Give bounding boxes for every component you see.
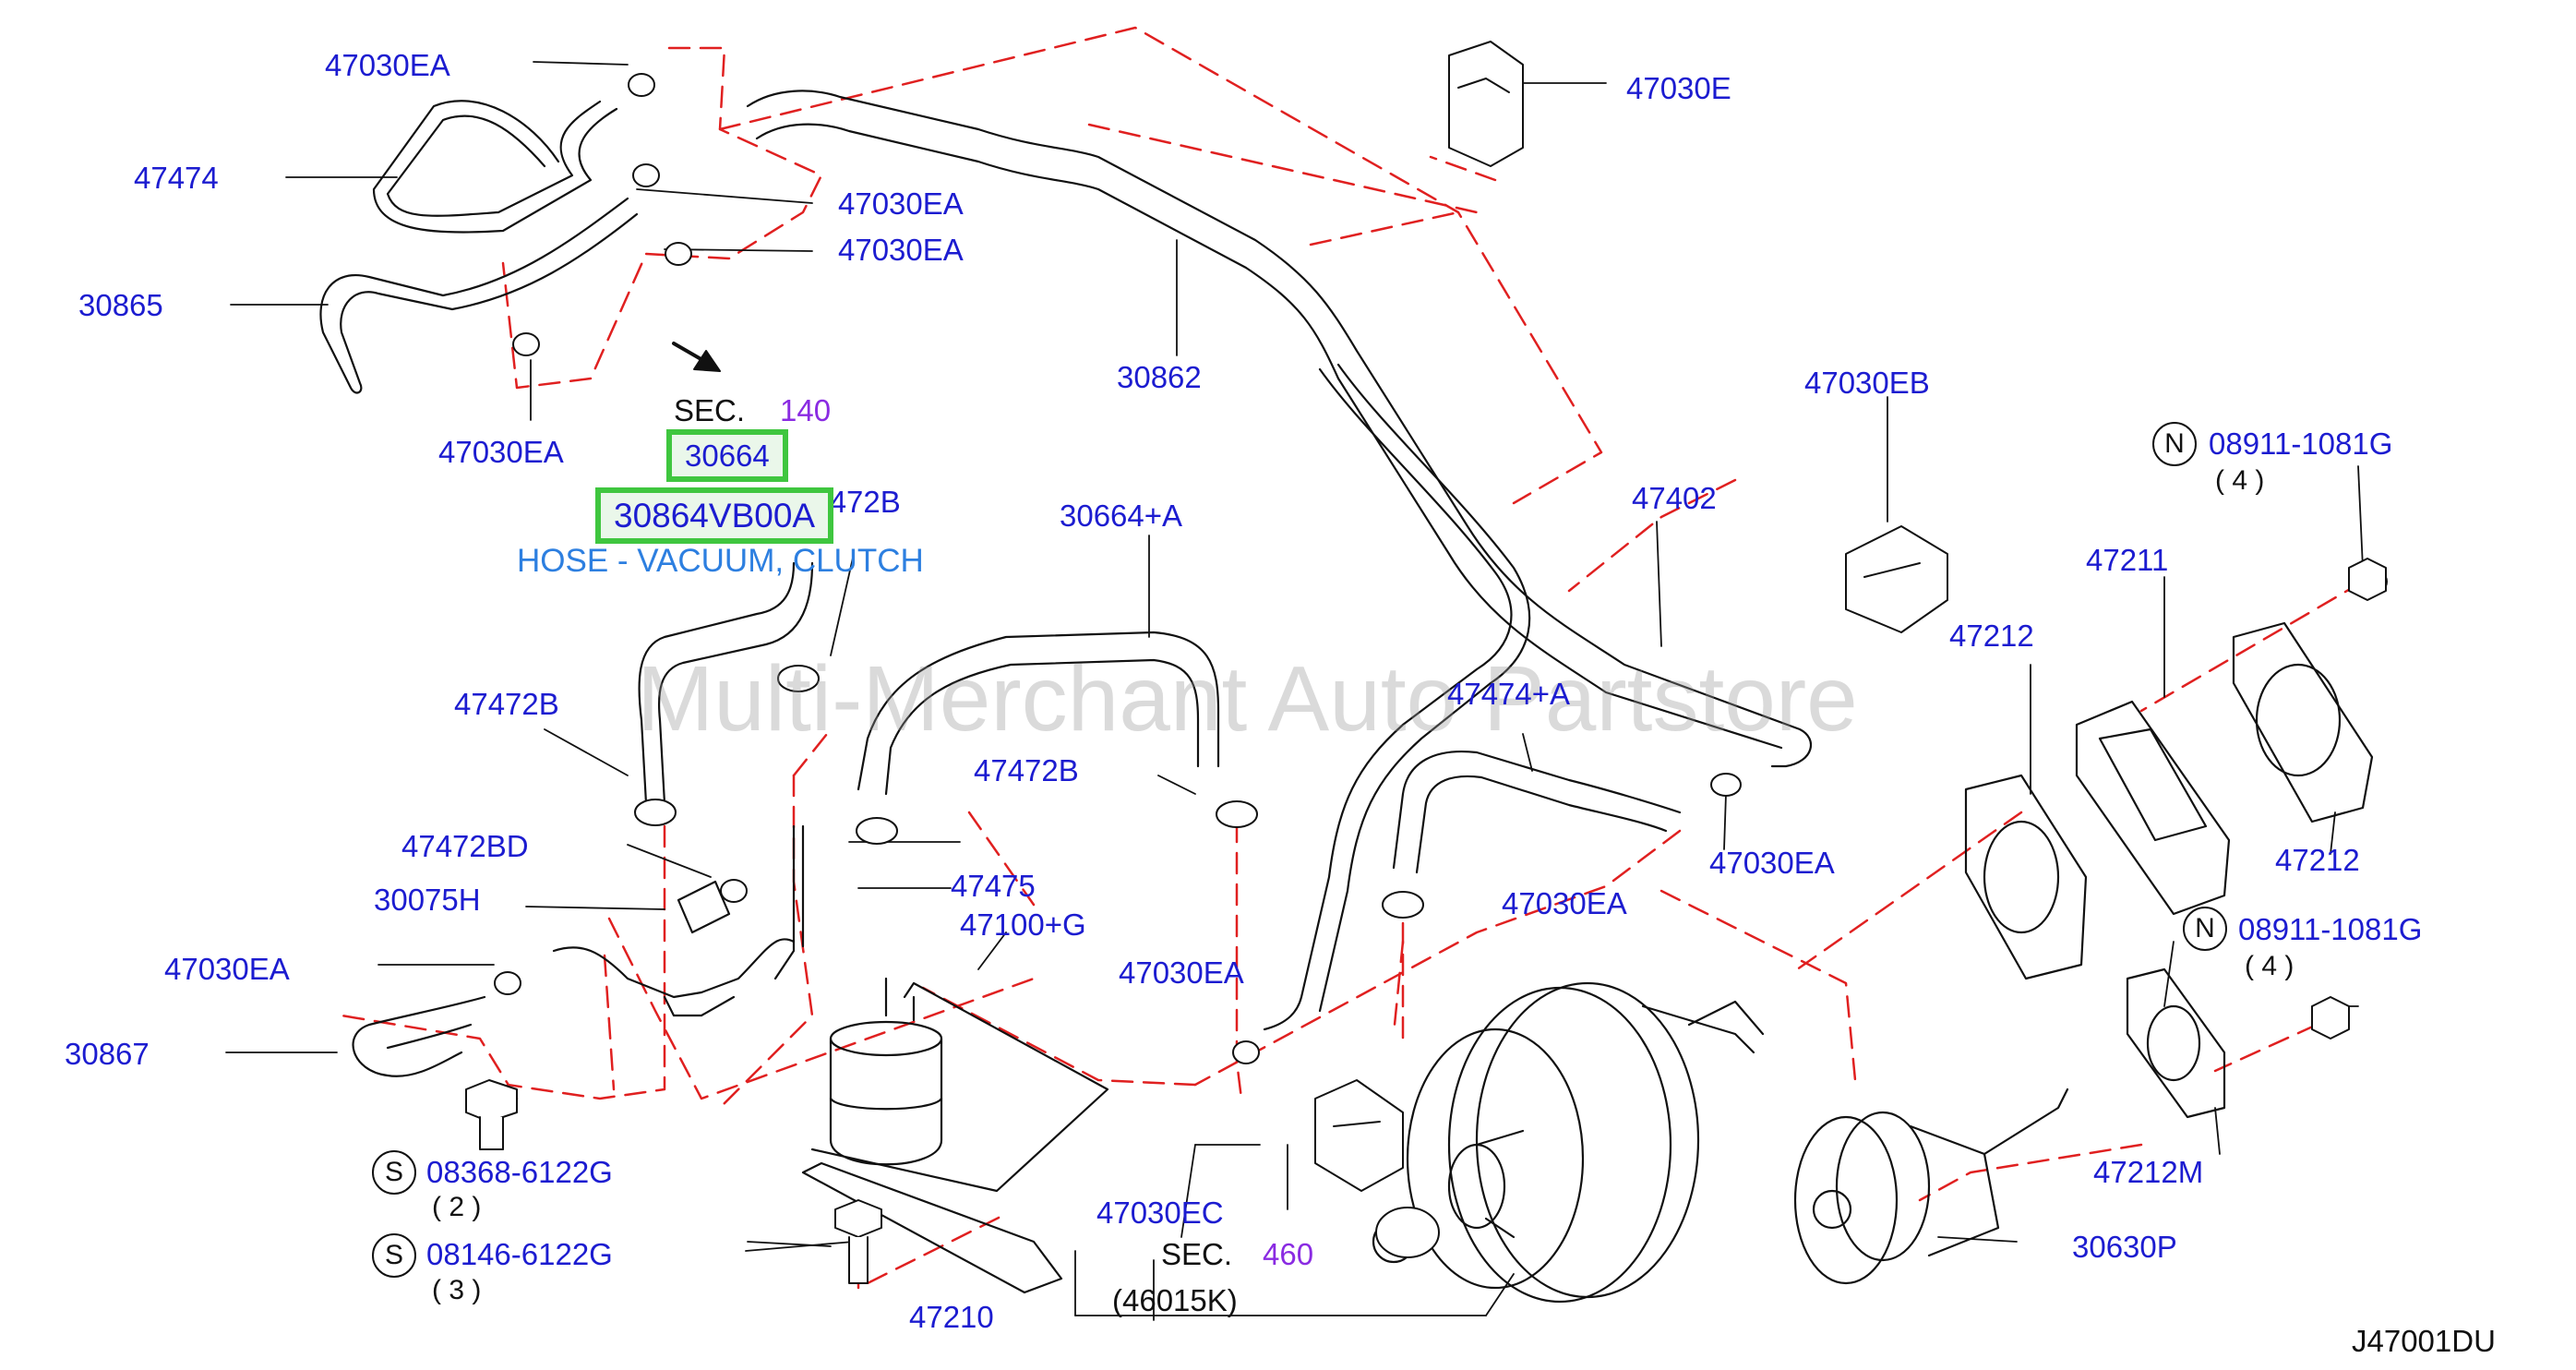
callout-47211[interactable]: 47211 [2086,543,2169,577]
clutch-master-unit [1793,1088,2069,1285]
callout-30630p[interactable]: 30630P [2072,1230,2177,1264]
callout-47030eb[interactable]: 47030EB [1804,366,1930,400]
highlight-part-number[interactable]: 30864VB00A [595,487,834,544]
highlight-part-30664[interactable]: 30664 [666,429,788,482]
section-460-number[interactable]: 460 [1263,1237,1314,1271]
callout-47030ea-7[interactable]: 47030EA [1502,886,1627,920]
callout-47472b-2[interactable]: 47472B [454,687,559,721]
fastener-08911-1081g-1[interactable]: 08911-1081G [2209,427,2393,461]
section-140-number[interactable]: 140 [780,393,832,427]
screw-symbol-s-1: S [372,1150,416,1195]
fastener-08146-6122g[interactable]: 08146-6122G [426,1237,613,1271]
screw-symbol-s-2: S [372,1233,416,1278]
callout-47212-1[interactable]: 47212 [1949,619,2034,653]
section-460-label: SEC. [1161,1237,1233,1271]
assembly-dashed-lines [340,26,2365,1290]
callout-47030ea-1[interactable]: 47030EA [325,48,450,82]
fastener-08911-1081g-2[interactable]: 08911-1081G [2238,912,2423,946]
fastener-qty-3: ( 2 ) [432,1192,482,1222]
gaskets [1964,621,2374,1119]
callout-47030ec[interactable]: 47030EC [1096,1196,1224,1230]
canister [801,977,1109,1294]
highlight-part-description: HOSE - VACUUM, CLUTCH [517,543,924,579]
callout-30862[interactable]: 30862 [1117,360,1202,394]
callout-47212-2[interactable]: 47212 [2275,843,2360,877]
callout-30865[interactable]: 30865 [78,288,163,322]
callout-47210[interactable]: 47210 [909,1300,994,1334]
callout-47472bd[interactable]: 47472BD [401,829,529,863]
callout-47030ea-6[interactable]: 47030EA [1119,955,1244,990]
callout-47100g[interactable]: 47100+G [960,907,1086,942]
callout-47472b-3[interactable]: 47472B [974,753,1079,787]
callout-47030ea-3[interactable]: 47030EA [838,233,964,267]
watermark: Multi-Merchant Auto Partstore [637,647,1858,751]
nut-symbol-n-2: N [2183,907,2227,951]
section-140-label: SEC. [674,393,746,427]
callout-47030ea-4[interactable]: 47030EA [438,435,564,469]
callout-47030ea-5[interactable]: 47030EA [164,952,290,986]
fastener-qty-1: ( 4 ) [2215,465,2265,496]
small-fasteners [465,558,2387,1284]
fastener-08368-6122g[interactable]: 08368-6122G [426,1155,613,1189]
fastener-qty-4: ( 3 ) [432,1275,482,1305]
connector-blocks [1314,41,1948,1192]
callout-47030e[interactable]: 47030E [1626,71,1731,105]
callout-47474[interactable]: 47474 [134,161,219,195]
callout-47030ea-2[interactable]: 47030EA [838,186,964,221]
callout-30664a[interactable]: 30664+A [1060,499,1183,533]
callout-47030ea-8[interactable]: 47030EA [1709,846,1835,880]
callout-47212m[interactable]: 47212M [2093,1155,2204,1189]
sec-arrow [672,342,721,372]
callout-47402[interactable]: 47402 [1632,481,1717,515]
callout-47475[interactable]: 47475 [951,869,1036,903]
diagram-code: J47001DU [2352,1324,2496,1358]
callout-47474a[interactable]: 47474+A [1447,677,1571,711]
section-460-sub: (46015K) [1112,1283,1238,1317]
callout-30867[interactable]: 30867 [65,1037,150,1071]
brake-booster [1372,981,1765,1304]
fastener-qty-2: ( 4 ) [2245,951,2294,981]
callout-30075h[interactable]: 30075H [374,883,481,917]
nut-symbol-n-1: N [2152,422,2197,466]
